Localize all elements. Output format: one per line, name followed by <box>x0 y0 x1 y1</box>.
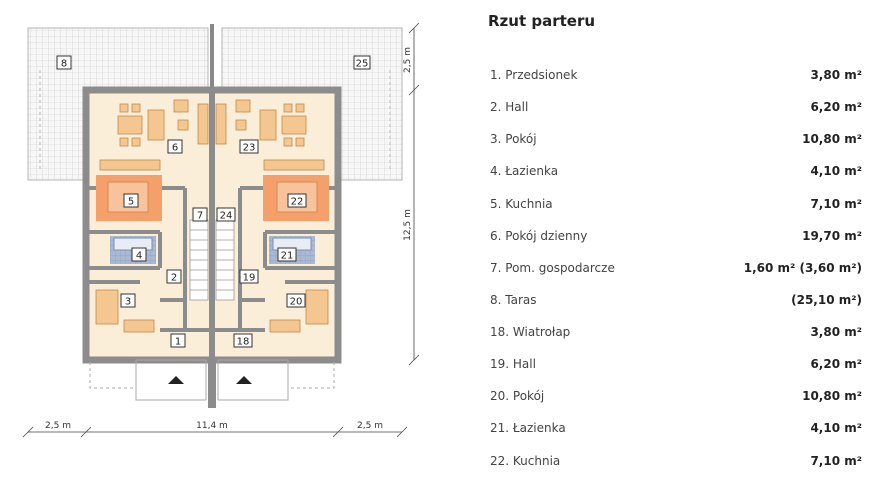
room-tag: 18 <box>233 333 253 348</box>
room-tag: 2 <box>166 269 182 284</box>
svg-text:6: 6 <box>172 143 178 154</box>
room-tag: 1 <box>170 333 186 348</box>
panel-title: Rzut parteru <box>488 12 596 30</box>
dimension-vertical <box>408 22 420 366</box>
svg-text:4: 4 <box>136 251 142 262</box>
room-name: 2. Hall <box>490 100 529 114</box>
dimension-left-offset: 2,5 m <box>45 421 71 431</box>
room-name: 3. Pokój <box>490 132 537 146</box>
svg-text:1: 1 <box>175 337 181 348</box>
room-name: 18. Wiatrołap <box>490 325 571 339</box>
room-area: 19,70 m² <box>802 229 862 243</box>
furniture <box>95 99 329 333</box>
room-tag: 6 <box>167 139 183 154</box>
room-tag: 7 <box>192 207 208 222</box>
interior-walls-right <box>212 186 338 332</box>
svg-text:7: 7 <box>197 211 203 222</box>
svg-text:3: 3 <box>125 297 131 308</box>
svg-text:18: 18 <box>237 337 250 348</box>
room-area: 4,10 m² <box>810 164 862 178</box>
room-row: 21. Łazienka 4,10 m² <box>490 419 862 437</box>
room-name: 19. Hall <box>490 357 536 371</box>
room-row: 4. Łazienka 4,10 m² <box>490 162 862 180</box>
svg-text:25: 25 <box>356 59 369 70</box>
svg-text:21: 21 <box>281 251 294 262</box>
room-name: 5. Kuchnia <box>490 197 553 211</box>
room-tag: 8 <box>56 55 72 70</box>
room-area: 10,80 m² <box>802 132 862 146</box>
room-row: 2. Hall 6,20 m² <box>490 98 862 116</box>
room-list-panel: Rzut parteru 1. Przedsionek 3,80 m² 2. Ha… <box>488 0 868 480</box>
room-name: 4. Łazienka <box>490 164 559 178</box>
svg-text:23: 23 <box>243 143 256 154</box>
room-tag: 22 <box>287 193 307 208</box>
room-row: 22. Kuchnia 7,10 m² <box>490 452 862 470</box>
floor-plan: 8 25 6 23 5 22 7 24 4 21 2 19 3 20 1 18 … <box>22 22 420 438</box>
front-porch <box>89 359 335 401</box>
dimension-horizontal <box>22 426 408 438</box>
svg-text:22: 22 <box>291 197 304 208</box>
room-area: (25,10 m²) <box>791 293 862 307</box>
room-area: 6,20 m² <box>810 357 862 371</box>
room-row: 8. Taras (25,10 m²) <box>490 291 862 309</box>
dimension-terrace-depth: 2,5 m <box>403 47 413 73</box>
svg-text:24: 24 <box>220 211 233 222</box>
entrance-arrow-icon <box>168 376 184 384</box>
room-row: 20. Pokój 10,80 m² <box>490 387 862 405</box>
room-tag: 25 <box>353 55 371 70</box>
svg-text:20: 20 <box>290 297 303 308</box>
room-name: 22. Kuchnia <box>490 454 561 468</box>
room-area: 6,20 m² <box>810 100 862 114</box>
room-name: 20. Pokój <box>490 389 545 403</box>
svg-text:19: 19 <box>243 273 256 284</box>
room-name: 1. Przedsionek <box>490 68 578 82</box>
room-area: 7,10 m² <box>810 454 862 468</box>
entrance-arrow-icon <box>236 376 252 384</box>
room-row: 7. Pom. gospodarcze 1,60 m² (3,60 m²) <box>490 259 862 277</box>
porch-divider <box>208 358 216 408</box>
svg-text:8: 8 <box>61 59 67 70</box>
svg-text:5: 5 <box>128 197 134 208</box>
room-name: 8. Taras <box>490 293 537 307</box>
dimension-building-width: 11,4 m <box>196 421 228 431</box>
room-area: 10,80 m² <box>802 389 862 403</box>
room-name: 7. Pom. gospodarcze <box>490 261 615 275</box>
dimension-building-depth: 12,5 m <box>403 209 413 241</box>
room-tag: 21 <box>277 247 297 262</box>
room-tag: 24 <box>216 207 236 222</box>
room-tag: 20 <box>286 293 306 308</box>
room-tag: 19 <box>239 269 259 284</box>
room-row: 18. Wiatrołap 3,80 m² <box>490 323 862 341</box>
room-name: 6. Pokój dzienny <box>490 229 588 243</box>
dimension-right-offset: 2,5 m <box>357 421 383 431</box>
room-row: 19. Hall 6,20 m² <box>490 355 862 373</box>
room-area: 3,80 m² <box>810 68 862 82</box>
room-name: 21. Łazienka <box>490 421 566 435</box>
room-row: 3. Pokój 10,80 m² <box>490 130 862 148</box>
room-row: 1. Przedsionek 3,80 m² <box>490 66 862 84</box>
room-tag: 4 <box>131 247 147 262</box>
svg-text:2: 2 <box>171 273 177 284</box>
room-tag: 3 <box>120 293 136 308</box>
room-tag: 5 <box>123 193 139 208</box>
room-area: 3,80 m² <box>810 325 862 339</box>
room-tag: 23 <box>239 139 259 154</box>
room-area: 4,10 m² <box>810 421 862 435</box>
room-row: 5. Kuchnia 7,10 m² <box>490 195 862 213</box>
room-area: 7,10 m² <box>810 197 862 211</box>
room-area: 1,60 m² (3,60 m²) <box>743 261 862 275</box>
room-row: 6. Pokój dzienny 19,70 m² <box>490 227 862 245</box>
